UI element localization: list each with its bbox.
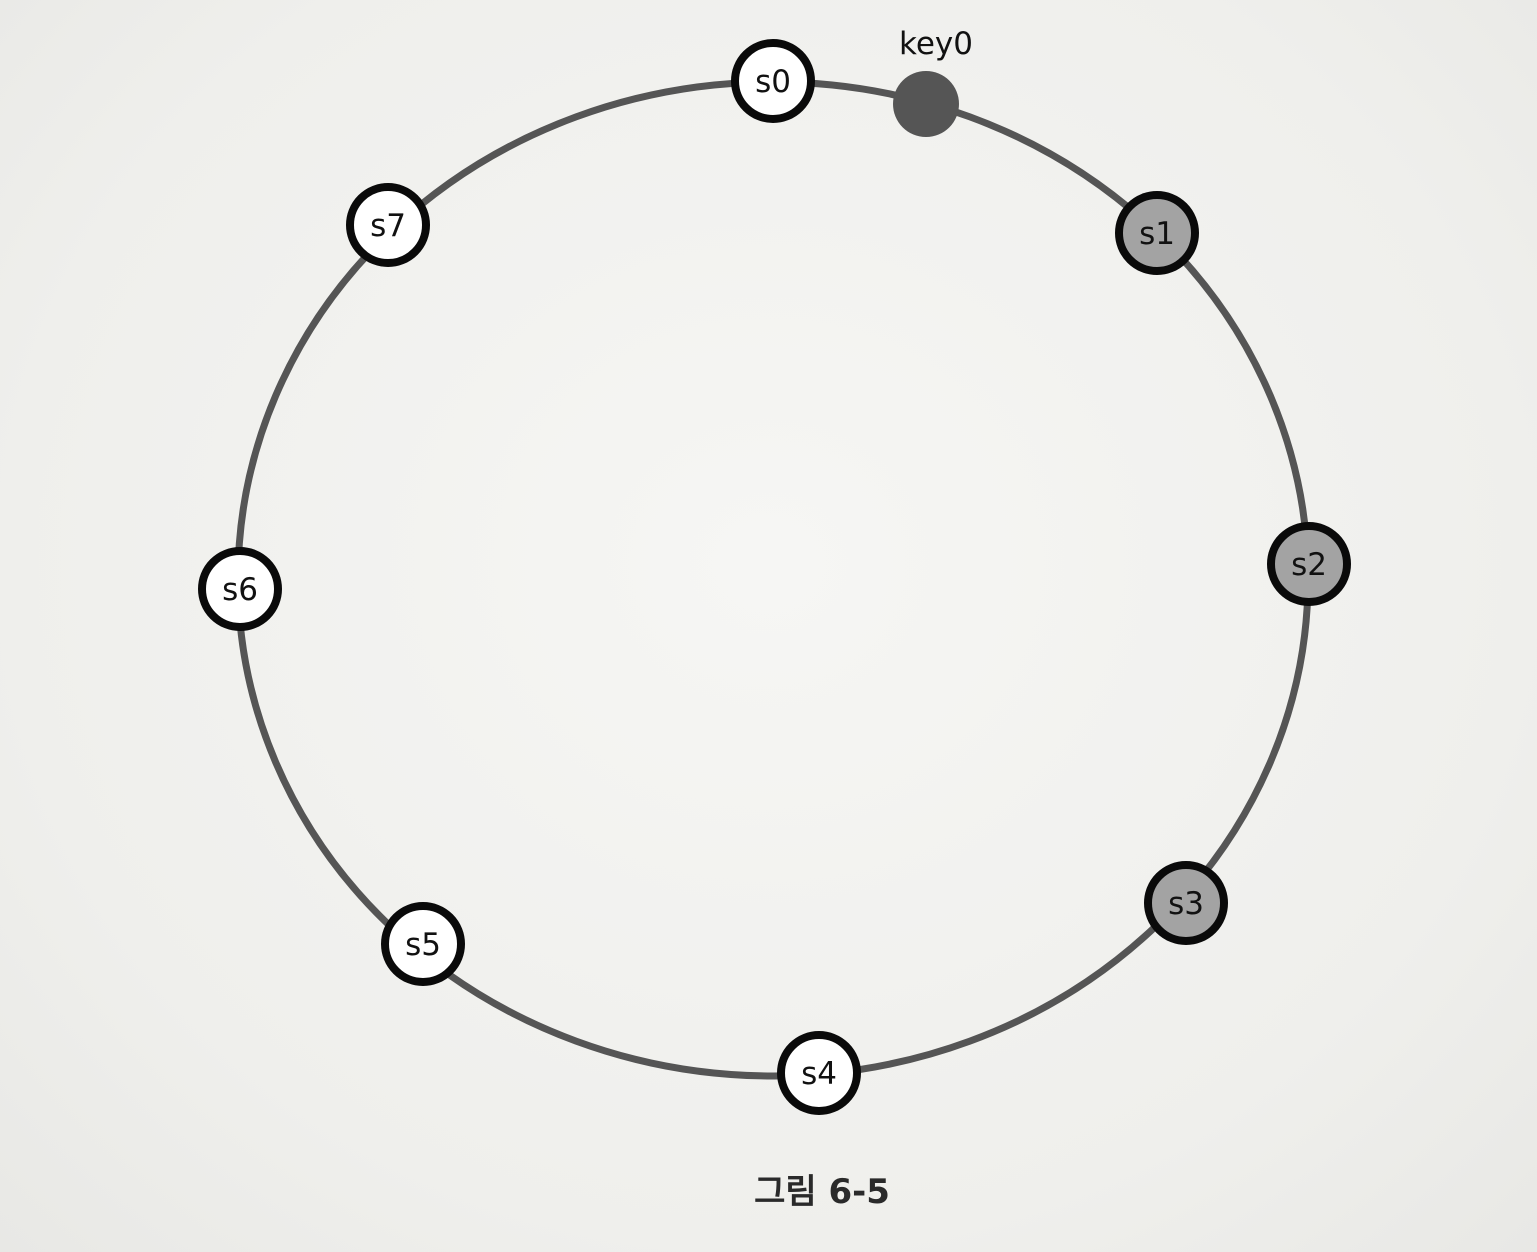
server-s0-circle	[731, 39, 815, 123]
server-s6-circle	[198, 547, 282, 631]
server-node-s0: s0	[731, 39, 815, 123]
server-s1-label: s1	[1139, 216, 1175, 252]
server-node-s4: s4	[777, 1031, 861, 1115]
server-s7-circle	[346, 183, 430, 267]
server-s1-circle	[1115, 191, 1199, 275]
server-s5-label: s5	[405, 927, 441, 963]
server-s3-circle	[1144, 861, 1228, 945]
server-s4-label: s4	[801, 1056, 837, 1092]
server-node-s2: s2	[1267, 522, 1351, 606]
server-node-s7: s7	[346, 183, 430, 267]
server-s5-circle	[381, 902, 465, 986]
server-s2-label: s2	[1291, 547, 1327, 583]
server-node-s6: s6	[198, 547, 282, 631]
server-s6-label: s6	[222, 572, 258, 608]
server-s4-circle	[777, 1031, 861, 1115]
key0-label: key0	[899, 26, 973, 62]
server-node-s1: s1	[1115, 191, 1199, 275]
server-node-s5: s5	[381, 902, 465, 986]
server-s0-label: s0	[755, 64, 791, 100]
server-s2-circle	[1267, 522, 1351, 606]
figure-caption: 그림 6-5	[754, 1172, 890, 1212]
server-node-s3: s3	[1144, 861, 1228, 945]
server-s3-label: s3	[1168, 886, 1204, 922]
key0-marker	[893, 71, 959, 137]
server-s7-label: s7	[370, 208, 406, 244]
